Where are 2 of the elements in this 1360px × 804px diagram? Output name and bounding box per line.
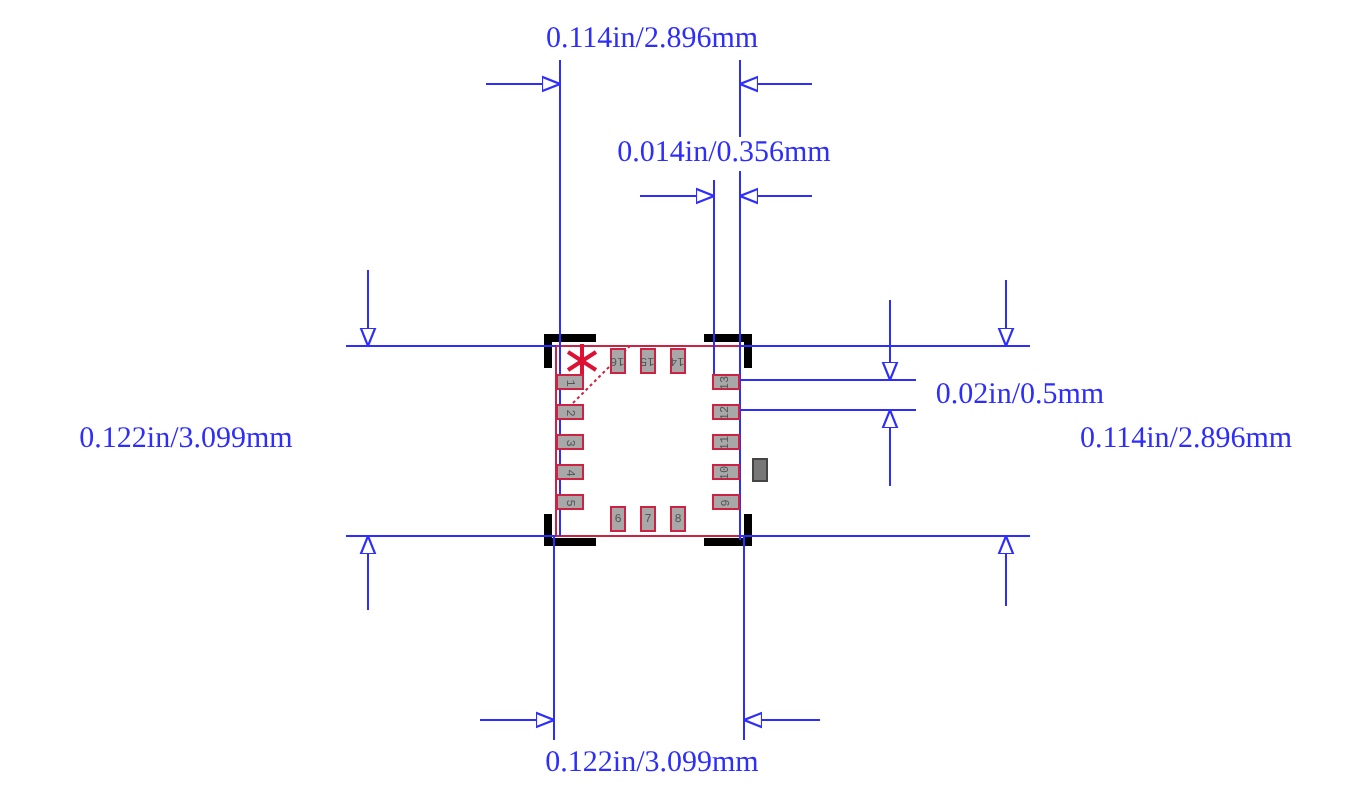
thermal-pad [752, 458, 768, 482]
dimension-label: 0.014in/0.356mm [617, 137, 831, 171]
